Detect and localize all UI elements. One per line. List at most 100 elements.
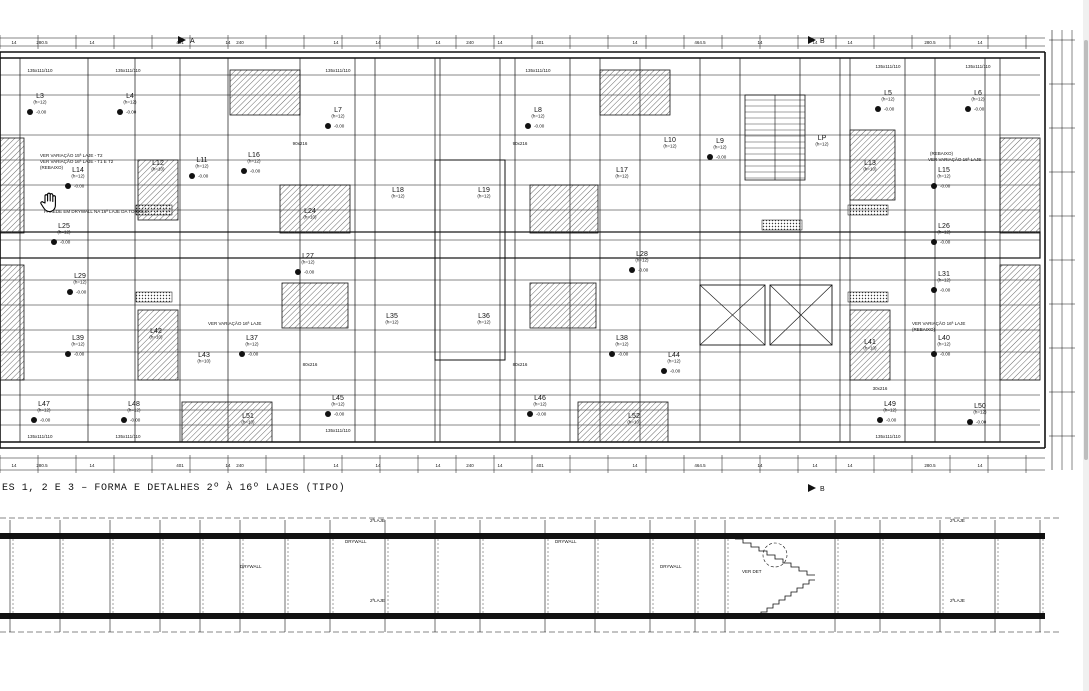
slab-l7: L7(h=12)-0.00 [325, 107, 345, 129]
slab-id: L9 [716, 138, 724, 145]
hand-pan-icon[interactable] [38, 190, 62, 214]
slab-thickness: (h=12) [635, 258, 649, 263]
slab-thickness: (h=12) [881, 97, 895, 102]
dimension-value-bottom: 401 [536, 463, 544, 468]
level-marker [121, 417, 127, 423]
dimension-value-top: 240 [236, 40, 244, 45]
slab-id: L29 [74, 273, 86, 280]
section-label: VER DET [742, 569, 762, 574]
elevator-shaft-cross [769, 284, 833, 346]
slab-thickness: (h=12) [815, 142, 829, 147]
rebaixo-hatch [229, 69, 301, 116]
level-marker [609, 351, 615, 357]
slab-id: L50 [974, 403, 986, 410]
slab-level: -0.00 [534, 124, 545, 129]
slab-l52: L52(h=10) [627, 413, 641, 425]
slab-id: L41 [864, 339, 876, 346]
corridor-band [0, 231, 1041, 259]
slab-section-top [0, 533, 1045, 539]
slab-l17: L17(h=12) [615, 167, 629, 179]
slab-l8: L8(h=12)-0.00 [525, 107, 545, 129]
plan-note: VER VARIAÇÃO 15ª LAJE - T2 [40, 152, 103, 158]
slab-id: L27 [302, 253, 314, 260]
slab-id: L36 [478, 313, 490, 320]
slab-l49: L49(h=12)-0.00 [877, 401, 897, 423]
slab-thickness: (h=12) [123, 100, 137, 105]
slab-level: -0.00 [36, 110, 47, 115]
masonry-detail [847, 291, 889, 303]
level-marker [877, 417, 883, 423]
scrollbar-thumb[interactable] [1084, 40, 1088, 460]
slab-l38: L38(h=12)-0.00 [609, 335, 629, 357]
slab-id: L51 [242, 413, 254, 420]
slab-l39: L39(h=12)-0.00 [65, 335, 85, 357]
slab-id: L16 [248, 152, 260, 159]
slab-id: L4 [126, 93, 134, 100]
level-marker [527, 411, 533, 417]
slab-thickness: (h=12) [667, 359, 681, 364]
slab-l12: L12(h=10) [151, 160, 165, 172]
level-marker [931, 183, 937, 189]
level-marker [525, 123, 531, 129]
slab-l18: L18(h=12) [391, 187, 405, 199]
section-label: DRYWALL [660, 564, 682, 569]
slab-id: L14 [72, 167, 84, 174]
slab-thickness: (h=10) [863, 346, 877, 351]
plan-note: (REBAIXO) [40, 165, 64, 170]
section-label: 2ªLAJE [950, 598, 965, 603]
slab-l24: L24(h=10) [303, 208, 317, 220]
dimension-value-bottom: 14 [375, 463, 381, 468]
slab-thickness: (h=12) [71, 342, 85, 347]
dimension-value-top: 14 [333, 40, 339, 45]
slab-id: L42 [150, 328, 162, 335]
slab-l11: L11(h=12)-0.00 [189, 157, 209, 179]
dimension-value-bottom: 14 [757, 463, 763, 468]
dimension-value-bottom: 14 [435, 463, 441, 468]
dimension-value-bottom: 14 [977, 463, 983, 468]
rebaixo-hatch [281, 282, 349, 329]
plan-note: (REBAIXO) [912, 327, 936, 332]
beam-label: 80x216 [513, 362, 528, 367]
slab-l45: L45(h=12)-0.00 [325, 395, 345, 417]
slab-thickness: (h=12) [531, 114, 545, 119]
dimension-value-top: 14 [89, 40, 95, 45]
beam-label: 80x216 [303, 362, 318, 367]
level-marker [65, 183, 71, 189]
beam-label: 90x216 [293, 141, 308, 146]
dimension-value-top: 14 [977, 40, 983, 45]
slab-id: L35 [386, 313, 398, 320]
slab-id: L18 [392, 187, 404, 194]
slab-thickness: (h=12) [883, 408, 897, 413]
slab-thickness: (h=12) [33, 100, 47, 105]
slab-l29: L29(h=12)-0.00 [67, 273, 87, 295]
slab-l19: L19(h=12) [477, 187, 491, 199]
dimension-value-top: 464.5 [694, 40, 706, 45]
masonry-detail [135, 291, 173, 303]
slab-l9: L9(h=12)-0.00 [707, 138, 727, 160]
beam-label: 135x111/110 [27, 68, 53, 73]
slab-thickness: (h=12) [477, 320, 491, 325]
elevator-shaft [699, 284, 766, 346]
dimension-value-bottom: 14 [497, 463, 503, 468]
section-mark: A [178, 36, 195, 45]
vertical-scrollbar[interactable] [1083, 0, 1089, 691]
slab-level: -0.00 [198, 174, 209, 179]
slab-l5: L5(h=12)-0.00 [875, 90, 895, 112]
detail-callout [762, 542, 788, 568]
beam-label: 30x216 [873, 386, 888, 391]
level-marker [325, 123, 331, 129]
slab-id: L39 [72, 335, 84, 342]
slab-id: L45 [332, 395, 344, 402]
section-label: DRYWALL [240, 564, 262, 569]
level-marker [295, 269, 301, 275]
slab-l40: L40(h=12)-0.00 [931, 335, 951, 357]
slab-l42: L42(h=10) [149, 328, 163, 340]
section-arrow [808, 484, 816, 492]
slab-thickness: (h=12) [615, 342, 629, 347]
slab-id: L13 [864, 160, 876, 167]
slab-l36: L36(h=12) [477, 313, 491, 325]
slab-l51: L51(h=10) [241, 413, 255, 425]
slab-thickness: (h=10) [197, 359, 211, 364]
